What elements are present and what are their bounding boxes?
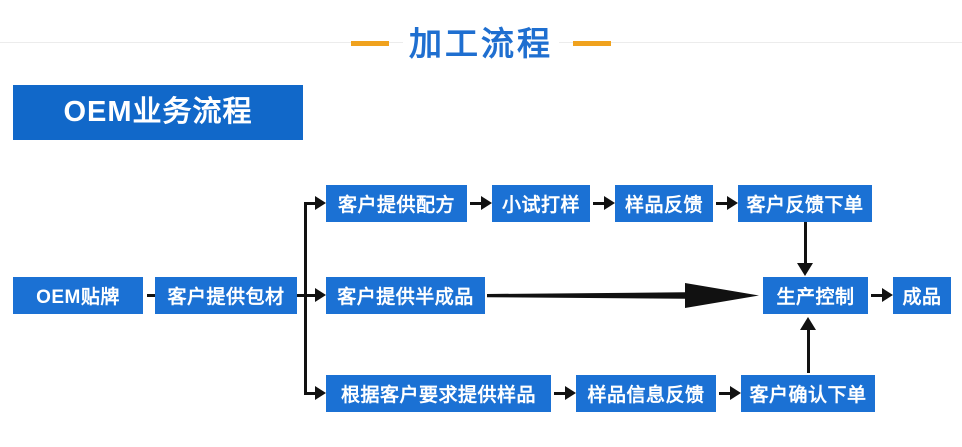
node-trial-sample[interactable]: 小试打样	[492, 185, 590, 222]
dash-left-icon	[351, 40, 389, 46]
section-banner: OEM业务流程	[13, 85, 303, 140]
page-header: 加工流程	[0, 0, 962, 86]
node-customer-provides-formula[interactable]: 客户提供配方	[326, 185, 467, 222]
branch-trunk-line	[304, 203, 307, 393]
dash-right-icon	[573, 40, 611, 46]
arrow-info-to-confirm-order	[719, 384, 741, 402]
node-sample-feedback[interactable]: 样品反馈	[615, 185, 713, 222]
page-title: 加工流程	[403, 26, 559, 60]
arrow-branch-top	[304, 194, 326, 212]
arrow-trial-to-feedback	[593, 194, 615, 212]
node-oem-labeling[interactable]: OEM贴牌	[13, 277, 143, 314]
arrow-feedback-to-order	[716, 194, 738, 212]
arrow-branch-middle	[304, 286, 326, 304]
node-customer-confirm-order[interactable]: 客户确认下单	[741, 375, 875, 412]
node-sample-info-feedback[interactable]: 样品信息反馈	[576, 375, 716, 412]
node-finished-product[interactable]: 成品	[893, 277, 951, 314]
branch-stub-from-stage2	[297, 294, 307, 297]
node-customer-provides-packaging[interactable]: 客户提供包材	[155, 277, 297, 314]
arrow-sample-to-info-feedback	[554, 384, 576, 402]
node-provide-sample-per-request[interactable]: 根据客户要求提供样品	[326, 375, 551, 412]
node-customer-feedback-order[interactable]: 客户反馈下单	[738, 185, 872, 222]
section-banner-label: OEM业务流程	[63, 96, 253, 128]
arrow-branch-bottom	[304, 384, 326, 402]
arrow-confirm-up-to-production	[799, 317, 817, 373]
node-customer-provides-semifinished[interactable]: 客户提供半成品	[326, 277, 485, 314]
arrow-order-down-to-production	[796, 222, 814, 276]
arrow-formula-to-trial	[470, 194, 492, 212]
header-title-group: 加工流程	[0, 12, 962, 74]
arrow-production-to-finished	[871, 286, 893, 304]
arrow-semifinished-to-production	[487, 283, 759, 308]
node-production-control[interactable]: 生产控制	[763, 277, 868, 314]
